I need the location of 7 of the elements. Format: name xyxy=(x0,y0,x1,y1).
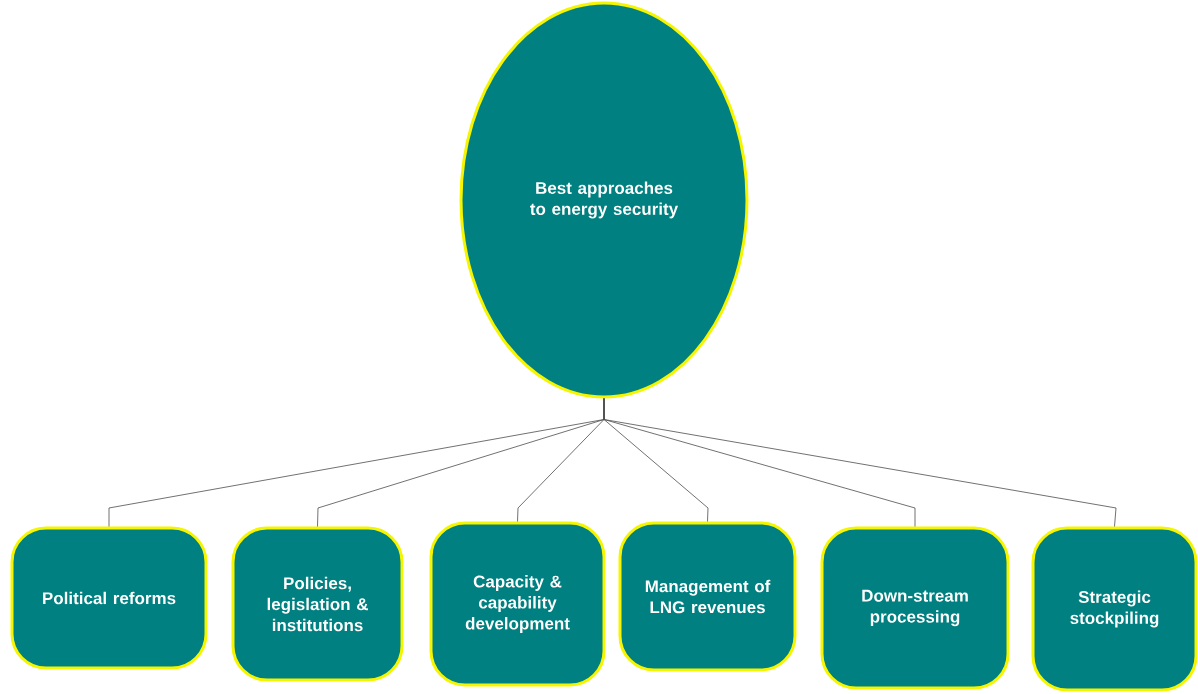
approach-box: Political reforms xyxy=(10,526,208,670)
approach-box: Policies, legislation & institutions xyxy=(231,526,404,682)
connector-line xyxy=(603,398,1117,527)
approach-box: Strategic stockpiling xyxy=(1031,526,1198,692)
approach-box: Capacity & capability development xyxy=(429,521,606,687)
approach-box: Down-stream processing xyxy=(820,526,1010,690)
approach-box: Management of LNG revenues xyxy=(618,521,797,672)
